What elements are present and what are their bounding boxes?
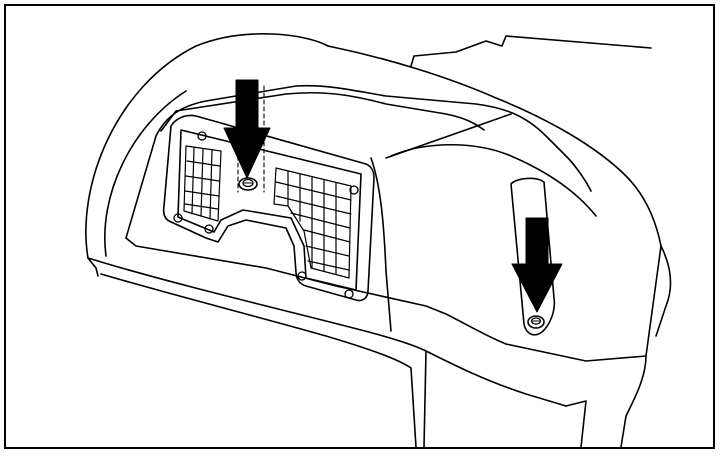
engine-cover-diagram: [85, 33, 672, 447]
cover-top-outline: [125, 84, 592, 239]
top-screw-head: [238, 177, 258, 191]
lower-skirt-lower-line: [100, 273, 417, 447]
cover-front-bulge: [370, 157, 392, 332]
grille-frame-outer: [162, 114, 375, 302]
left-housing-outline: [85, 33, 329, 259]
lower-right-edge: [565, 400, 587, 447]
top-screw-inner: [242, 178, 254, 188]
cover-front-outline: [125, 237, 662, 362]
lower-skirt-front-edge: [423, 350, 427, 447]
right-side-lower-contour: [620, 355, 647, 447]
grille-rivets: [173, 131, 359, 299]
side-screw-group: [510, 177, 556, 336]
grille-frame-inner: [177, 129, 362, 291]
cover-top-inner-ridge: [160, 91, 485, 132]
cover-side-bulge: [390, 143, 597, 217]
side-screw-head: [527, 315, 545, 329]
down-arrow-icon: [511, 217, 563, 313]
background-edge-top: [327, 45, 662, 247]
bottom-left-lip: [87, 257, 99, 277]
grille-mesh-left: [183, 145, 222, 222]
figure-frame: [4, 4, 715, 449]
left-housing-inner-edge: [104, 90, 187, 257]
lower-skirt-upper-line: [87, 257, 567, 407]
side-screw-slot-outline: [510, 177, 556, 336]
right-side-back-contour: [655, 245, 672, 337]
cover-side-ridge: [385, 113, 512, 159]
background-edge-notch: [410, 35, 652, 67]
down-arrow-icon: [223, 79, 271, 179]
grille-mesh-right: [273, 167, 352, 279]
